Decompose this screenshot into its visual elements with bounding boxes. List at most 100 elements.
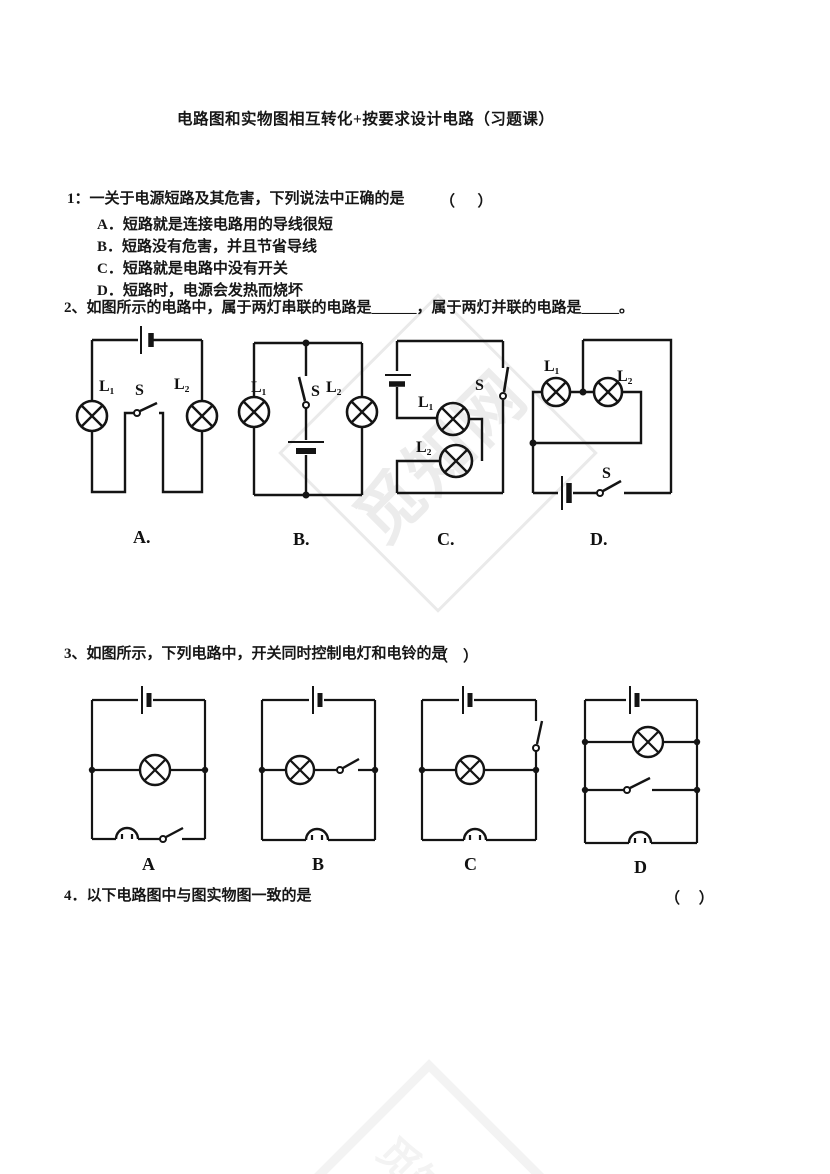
question-3-number: 3、 (64, 646, 87, 662)
watermark-text: 觅知网 (366, 1122, 492, 1174)
watermark-diamond-bottom: 觅知网 (303, 1059, 555, 1174)
junction-dot (529, 439, 537, 447)
lamp2-label: L₂ (326, 379, 342, 396)
question-4: 4．以下电路图中与图实物图一致的是 (64, 887, 312, 906)
question-1: 1：一关于电源短路及其危害，下列说法中正确的是 (67, 190, 405, 209)
q1-option-c: C．短路就是电路中没有开关 (97, 257, 288, 278)
switch-symbol (499, 366, 510, 400)
lamp1-label: L₁ (418, 394, 434, 411)
junction-dot (88, 766, 96, 774)
question-1-answer-bracket: （ ） (440, 194, 493, 210)
wire (395, 339, 505, 495)
circuit-diagram-q2-c: L₁ L₂ S C. (385, 339, 510, 549)
lamp-symbol (438, 443, 474, 479)
circuit-diagram-q3-a: A (88, 686, 209, 874)
circuit-caption: A (142, 854, 155, 874)
q1-option-a: A．短路就是连接电路用的导线很短 (97, 213, 333, 234)
junction-dot (418, 766, 426, 774)
junction-dot (258, 766, 266, 774)
lamp-symbol (540, 376, 572, 408)
lamp-symbol (138, 753, 172, 787)
switch-label: S (602, 465, 611, 482)
question-2: 2、如图所示的电路中，属于两灯串联的电路是______，属于两灯并联的电路是__… (64, 299, 634, 318)
battery-symbol (462, 686, 473, 714)
battery-symbol (629, 686, 640, 714)
junction-dot (693, 738, 701, 746)
circuit-diagram-q2-b: L₁ S L₂ B. (237, 339, 379, 549)
q1-option-b-text: 短路没有危害，并且节省导线 (122, 239, 318, 255)
switch-symbol (532, 720, 544, 752)
junction-dot (302, 491, 310, 499)
q1-option-a-text: 短路就是连接电路用的导线很短 (122, 217, 333, 233)
battery-symbol (140, 326, 154, 354)
circuit-caption: A. (133, 527, 151, 547)
battery-symbol (561, 476, 572, 510)
battery-symbol (288, 441, 324, 454)
circuit-diagram-q3-d: D (581, 686, 701, 877)
question-1-text: 一关于电源短路及其危害，下列说法中正确的是 (89, 191, 405, 207)
question-2-number: 2、 (64, 300, 87, 316)
q1-option-d-label: D． (97, 283, 123, 299)
circuit-caption: C (464, 854, 477, 874)
junction-dot (581, 786, 589, 794)
lamp-symbol (237, 395, 271, 429)
question-3: 3、如图所示，下列电路中，开关同时控制电灯和电铃的是 (64, 645, 447, 664)
question-2-text: 如图所示的电路中，属于两灯串联的电路是______，属于两灯并联的电路是____… (86, 300, 635, 316)
bell-symbol (114, 826, 140, 840)
question-4-answer-bracket: （ ） (665, 891, 714, 907)
circuit-caption: B. (293, 529, 310, 549)
switch-symbol (297, 376, 310, 409)
lamp-symbol (435, 401, 471, 437)
switch-symbol (159, 826, 184, 843)
wire (420, 698, 538, 842)
junction-dot (532, 766, 540, 774)
switch-symbol (623, 776, 651, 794)
lamp1-label: L₁ (251, 379, 267, 396)
battery-symbol (312, 686, 323, 714)
q1-option-c-text: 短路就是电路中没有开关 (122, 261, 288, 277)
question-4-text: 以下电路图中与图实物图一致的是 (86, 888, 312, 904)
circuit-caption: D (634, 857, 647, 877)
circuit-diagram-q2-d: L₁ L₂ S D. (529, 338, 673, 549)
switch-label: S (475, 377, 484, 394)
wire (583, 698, 699, 845)
lamp2-label: L₂ (416, 439, 432, 456)
bell-symbol (304, 827, 330, 841)
switch-symbol (133, 401, 158, 417)
junction-dot (201, 766, 209, 774)
circuit-diagram-q3-c: C (418, 686, 544, 874)
wire (531, 338, 673, 495)
page-title: 电路图和实物图相互转化+按要求设计电路（习题课） (177, 111, 555, 128)
wire (252, 341, 364, 497)
q1-option-d-text: 短路时，电源会发热而烧坏 (122, 283, 303, 299)
battery-symbol (141, 686, 152, 714)
circuit-diagram-q2-a: L₁ S L₂ A. (75, 326, 219, 547)
circuit-diagram-q3-b: B (258, 686, 379, 874)
q1-option-d: D．短路时，电源会发热而烧坏 (97, 279, 303, 300)
junction-dot (693, 786, 701, 794)
q1-option-a-label: A． (97, 217, 123, 233)
lamp-symbol (185, 399, 219, 433)
lamp2-label: L₂ (174, 376, 190, 393)
lamp-symbol (345, 395, 379, 429)
wire (90, 338, 204, 494)
question-4-number: 4． (64, 888, 87, 904)
switch-symbol (596, 479, 622, 497)
q1-option-b-label: B． (97, 239, 123, 255)
wire (90, 698, 207, 841)
circuit-caption: C. (437, 529, 455, 549)
lamp-symbol (592, 376, 624, 408)
lamp-symbol (75, 399, 109, 433)
question-1-number: 1： (67, 191, 90, 207)
lamp1-label: L₁ (99, 378, 115, 395)
lamp2-label: L₂ (617, 368, 633, 385)
switch-label: S (311, 383, 320, 400)
circuit-caption: B (312, 854, 324, 874)
circuit-caption: D. (590, 529, 608, 549)
wire (260, 698, 377, 842)
junction-dot (371, 766, 379, 774)
bell-symbol (462, 827, 488, 841)
lamp-symbol (284, 754, 316, 786)
lamp-symbol (454, 754, 486, 786)
